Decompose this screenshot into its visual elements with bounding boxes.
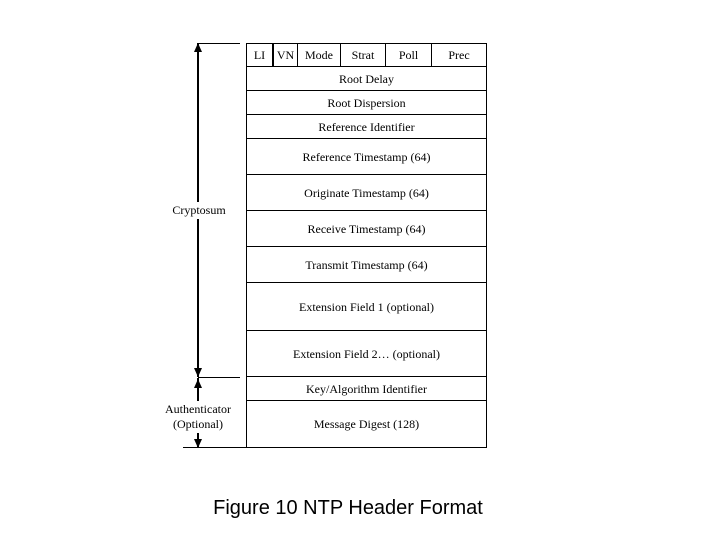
table-row-key-algorithm-identifier: Key/Algorithm Identifier: [247, 377, 486, 401]
table-row-receive-timestamp: Receive Timestamp (64): [247, 211, 486, 247]
table-row-extension-field-2: Extension Field 2… (optional): [247, 331, 486, 377]
authenticator-label-line2: (Optional): [172, 417, 223, 431]
table-row-originate-timestamp: Originate Timestamp (64): [247, 175, 486, 211]
table-row-root-delay: Root Delay: [247, 67, 486, 91]
top-tick-line: [198, 43, 240, 44]
arrowhead-down-icon: [194, 439, 202, 448]
table-row-transmit-timestamp: Transmit Timestamp (64): [247, 247, 486, 283]
header-cell-li: LI: [247, 44, 274, 66]
table-row-message-digest: Message Digest (128): [313, 417, 420, 431]
table-row-reference-identifier: Reference Identifier: [247, 115, 486, 139]
header-cell-prec: Prec: [448, 48, 470, 62]
mid-tick-line: [198, 377, 240, 378]
header-cell-poll: Poll: [386, 44, 432, 66]
arrowhead-down-icon: [194, 368, 202, 377]
table-row-reference-timestamp: Reference Timestamp (64): [247, 139, 486, 175]
table-header-row: LI VN Mode Strat Poll Prec: [247, 44, 486, 67]
ntp-header-table: LI VN Mode Strat Poll Prec Root Delay Ro…: [246, 43, 487, 448]
cryptosum-label: Cryptosum: [169, 202, 229, 219]
table-row-extension-field-1: Extension Field 1 (optional): [247, 283, 486, 331]
header-cell-vn: VN: [274, 44, 298, 66]
arrowhead-up-icon: [194, 43, 202, 52]
table-row-root-dispersion: Root Dispersion: [247, 91, 486, 115]
figure-caption: Figure 10 NTP Header Format: [213, 497, 483, 519]
authenticator-label: Authenticator (Optional): [162, 401, 234, 433]
header-cell-strat: Strat: [341, 44, 386, 66]
authenticator-label-line1: Authenticator: [165, 402, 231, 416]
bottom-tick-line: [183, 447, 247, 448]
header-cell-mode: Mode: [298, 44, 341, 66]
arrowhead-up-icon: [194, 379, 202, 388]
